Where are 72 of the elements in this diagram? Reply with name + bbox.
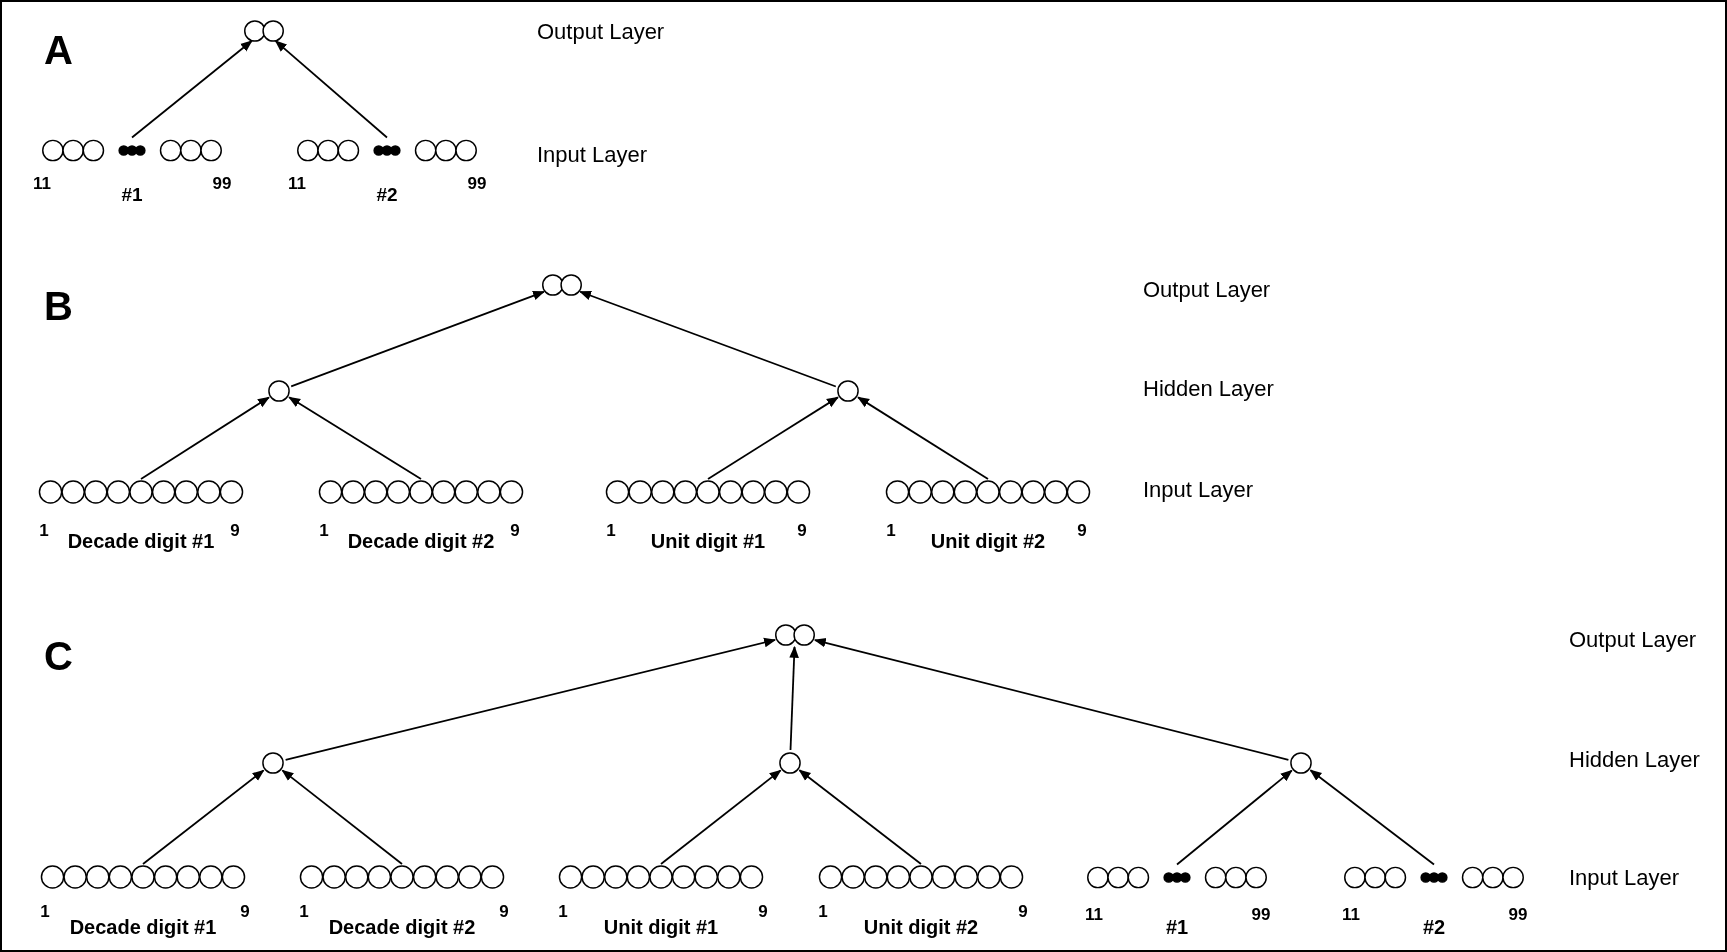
hidden-neuron: [779, 752, 801, 774]
range-number: 9: [240, 902, 250, 920]
input-group-label: Unit digit #2: [930, 531, 1046, 551]
range-number: 99: [467, 174, 487, 192]
range-number: 99: [1508, 905, 1528, 923]
arrow: [274, 40, 388, 139]
arrow: [284, 637, 777, 761]
arrow: [288, 396, 422, 480]
input-group-label: Unit digit #1: [650, 531, 766, 551]
range-number: 11: [288, 174, 306, 192]
arrow: [1309, 769, 1435, 866]
input-group-label: Decade digit #2: [328, 917, 476, 937]
range-number: 1: [299, 902, 309, 920]
hidden-neuron: [262, 752, 284, 774]
range-number: 9: [758, 902, 768, 920]
range-number: 9: [230, 521, 240, 539]
layer-label: Hidden Layer: [1569, 749, 1700, 771]
layer-label: Input Layer: [537, 144, 648, 166]
range-number: 9: [1018, 902, 1028, 920]
panel-letter: A: [44, 30, 73, 70]
input-group-label: #1: [1165, 917, 1189, 937]
range-number: 1: [606, 521, 616, 539]
input-group-label: Unit digit #1: [603, 917, 719, 937]
range-number: 99: [1251, 905, 1271, 923]
layer-label: Output Layer: [1143, 279, 1271, 301]
range-number: 1: [319, 521, 329, 539]
range-number: 1: [886, 521, 896, 539]
range-number: 11: [33, 174, 51, 192]
output-neuron-pair: [243, 20, 285, 42]
range-number: 1: [39, 521, 49, 539]
arrow: [789, 645, 799, 751]
input-group-label: #2: [1422, 917, 1446, 937]
arrow: [1176, 769, 1293, 866]
hidden-neuron: [837, 380, 859, 402]
arrow: [579, 290, 837, 388]
output-neuron-pair: [774, 624, 816, 646]
arrow: [142, 769, 265, 865]
range-number: 9: [499, 902, 509, 920]
range-number: 11: [1085, 905, 1103, 923]
input-group-label: Decade digit #2: [347, 531, 495, 551]
range-number: 11: [1342, 905, 1360, 923]
range-number: 9: [1077, 521, 1087, 539]
range-number: 99: [212, 174, 232, 192]
range-number: 1: [558, 902, 568, 920]
layer-label: Output Layer: [537, 21, 665, 43]
arrow: [857, 396, 989, 480]
layer-label: Input Layer: [1569, 867, 1680, 889]
layer-label: Hidden Layer: [1143, 378, 1274, 400]
range-number: 1: [818, 902, 828, 920]
output-neuron-pair: [541, 274, 583, 296]
panel-letter: C: [44, 636, 73, 676]
input-group-label: Unit digit #2: [863, 917, 979, 937]
arrow: [798, 769, 922, 865]
arrow: [290, 290, 545, 388]
range-number: 9: [797, 521, 807, 539]
range-number: 1: [40, 902, 50, 920]
hidden-neuron: [1290, 752, 1312, 774]
arrow: [281, 769, 403, 865]
arrow: [813, 638, 1290, 761]
layer-label: Input Layer: [1143, 479, 1254, 501]
arrow: [707, 396, 839, 480]
input-group-label: #1: [121, 184, 143, 204]
input-group-label: #2: [376, 184, 398, 204]
hidden-neuron: [268, 380, 290, 402]
arrow: [140, 396, 270, 480]
input-group-label: Decade digit #1: [67, 531, 215, 551]
layer-label: Output Layer: [1569, 629, 1697, 651]
panel-letter: B: [44, 286, 73, 326]
arrow: [660, 769, 782, 865]
range-number: 9: [510, 521, 520, 539]
arrow: [131, 40, 253, 139]
input-group-label: Decade digit #1: [69, 917, 217, 937]
